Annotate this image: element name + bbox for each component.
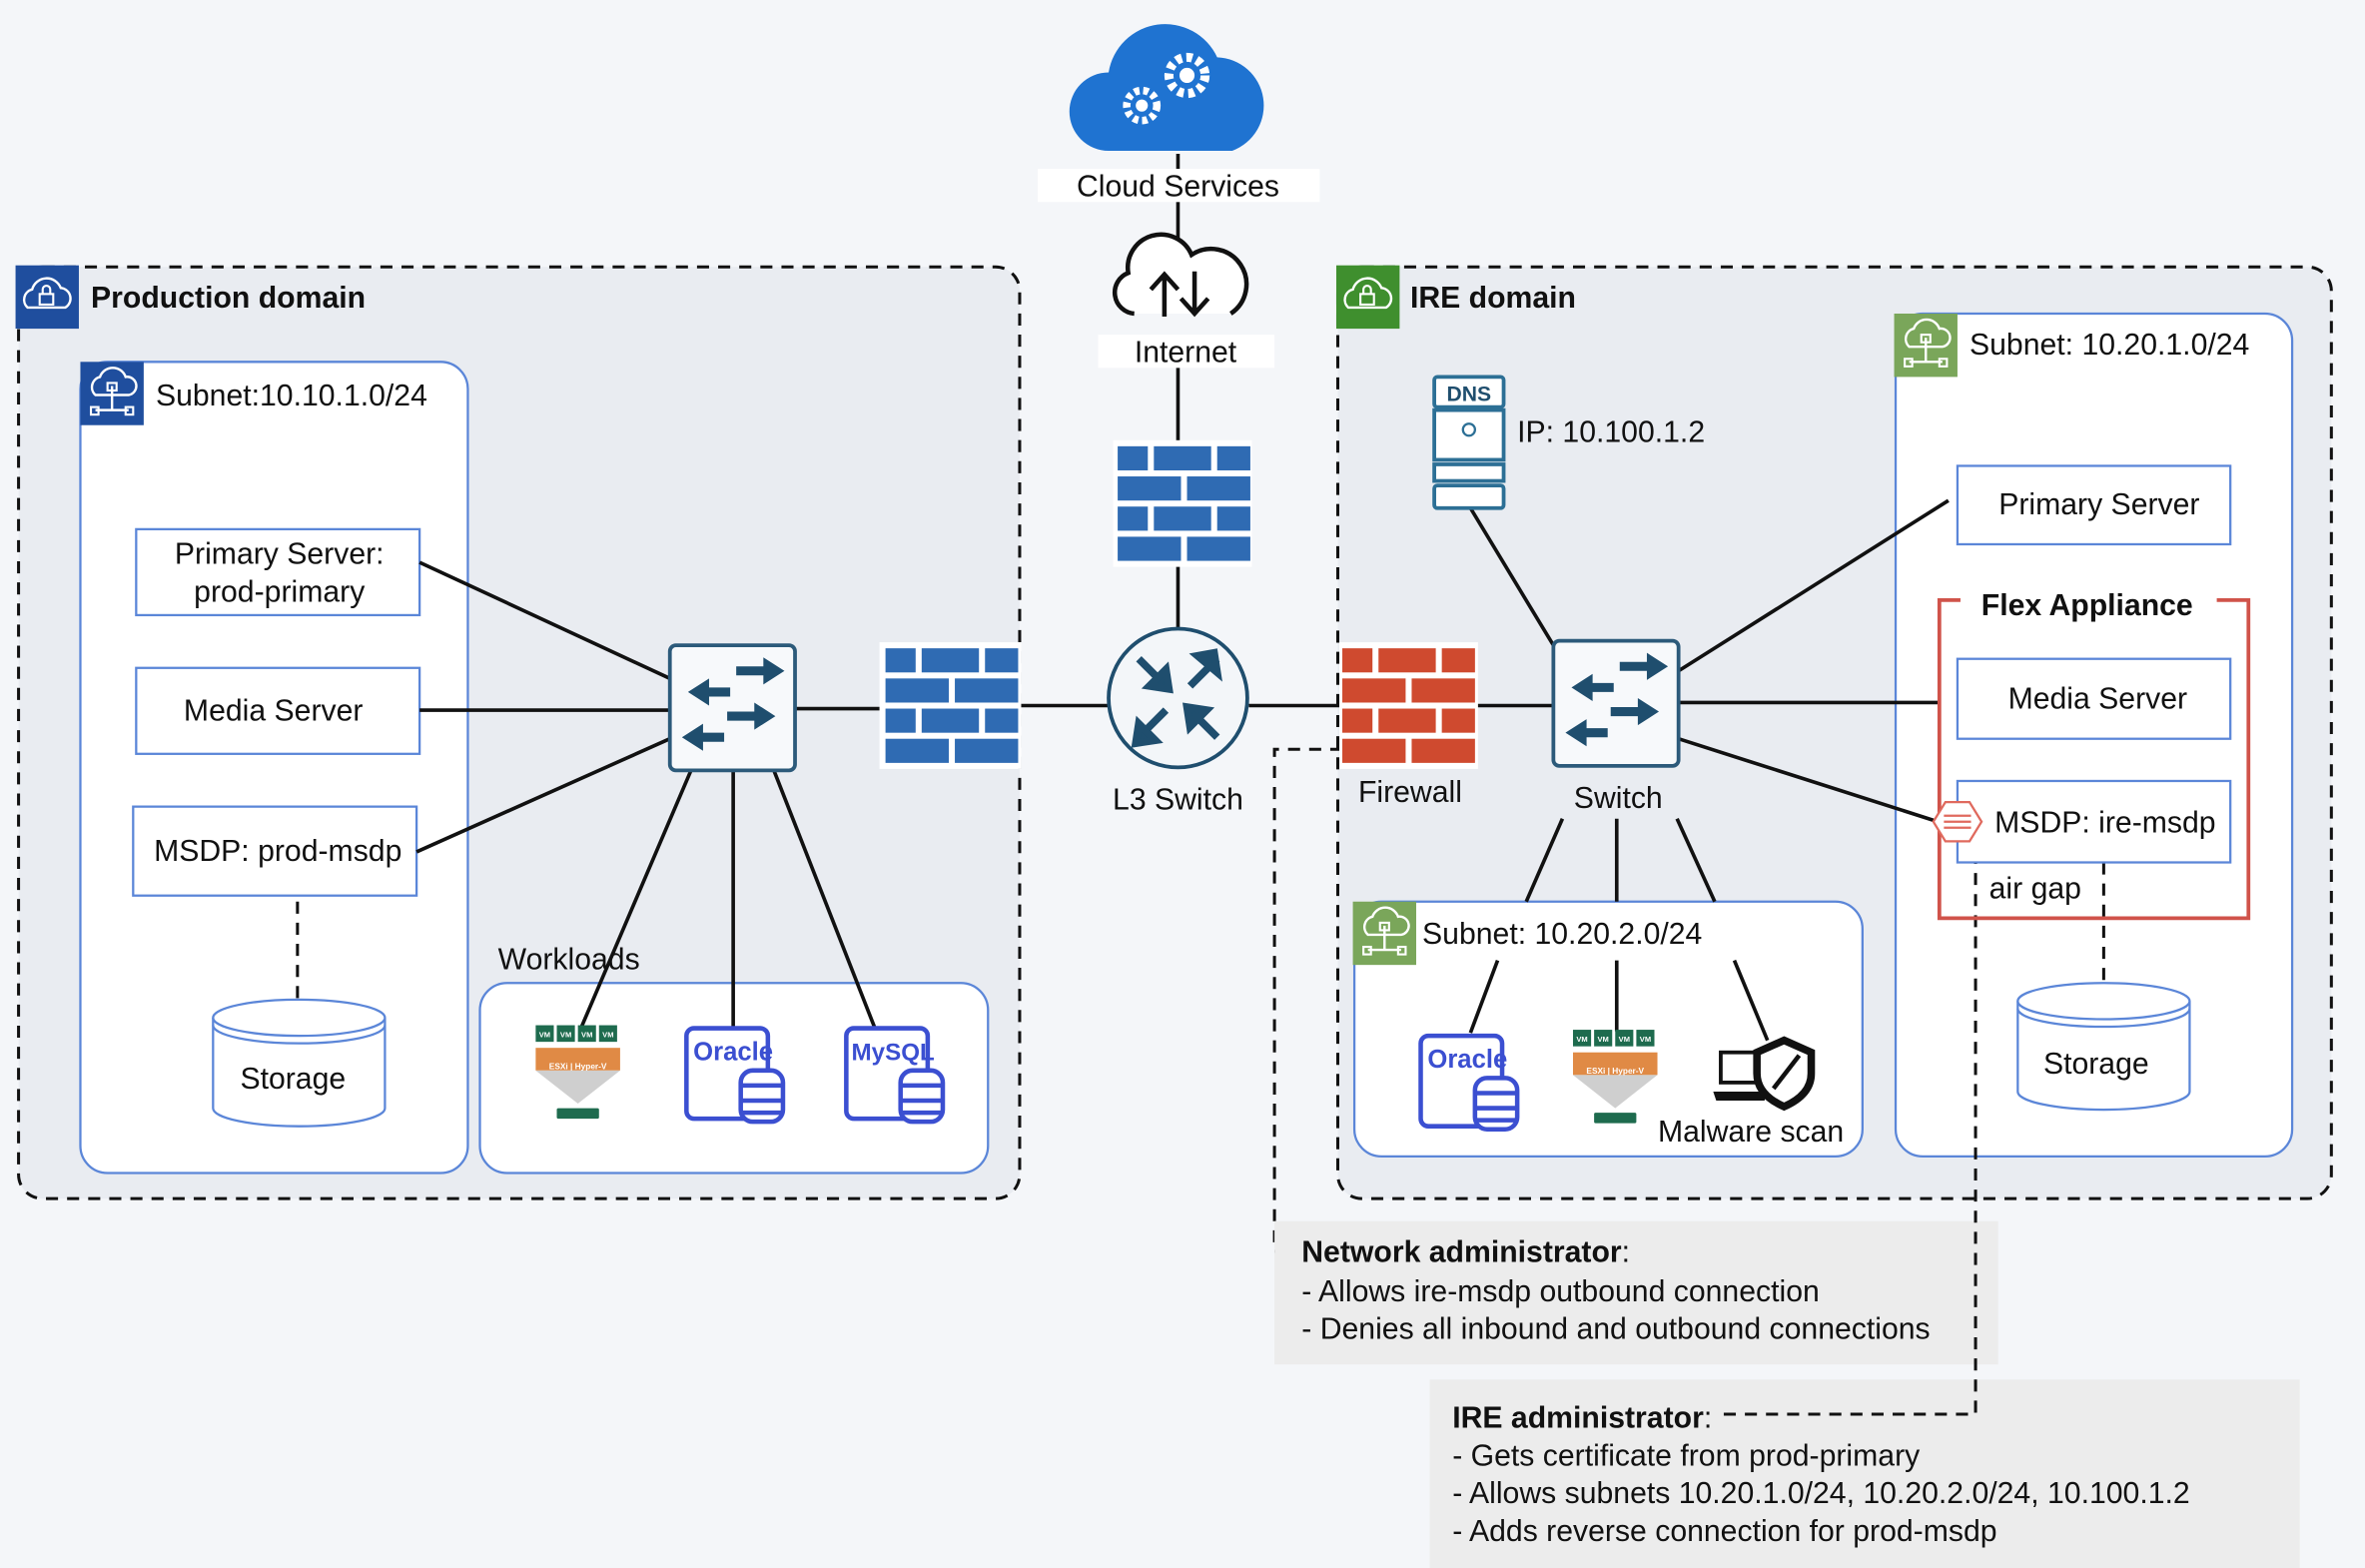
prod-media-label: Media Server [184,695,364,728]
production-subnet-label: Subnet:10.10.1.0/24 [156,380,427,412]
flex-appliance-title: Flex Appliance [1981,589,2193,622]
production-switch[interactable] [667,643,797,773]
vm-label: VM [1598,1035,1609,1044]
ire-esxi-icon: VM VM VM VM ESXi | Hyper-V [1572,1030,1658,1124]
dns-server[interactable]: DNS IP: 10.100.1.2 [1432,375,1705,510]
oracle-db-icon: Oracle [686,1029,783,1123]
oracle-label: Oracle [693,1038,773,1066]
cloud-upload-download-icon [1112,232,1249,317]
ire-admin-title: IRE administrator [1452,1402,1704,1435]
network-admin-line: - Allows ire-msdp outbound connection [1301,1275,1820,1308]
cloud-services-label: Cloud Services [1077,170,1279,203]
prod-media-server[interactable]: Media Server [135,666,421,755]
mysql-db-icon: MySQL [846,1029,943,1123]
ire-admin-line: - Gets certificate from prod-primary [1452,1439,1921,1472]
ire-primary-label: Primary Server [1998,488,2199,521]
network-admin-note: Network administrator: - Allows ire-msdp… [1274,1220,1998,1365]
oracle-label: Oracle [1427,1046,1507,1074]
ire-media-server[interactable]: Media Server [1956,657,2232,740]
prod-msdp[interactable]: MSDP: prod-msdp [132,805,418,897]
dns-ip-label: IP: 10.100.1.2 [1517,415,1705,448]
prod-primary-label-2: prod-primary [194,575,366,608]
firewall-label: Firewall [1358,776,1462,809]
prod-primary-server[interactable]: Primary Server: prod-primary [135,527,421,617]
cloud-services[interactable]: Cloud Services [1038,24,1320,203]
production-links [415,153,1343,1030]
ire-subnet-1-label: Subnet: 10.20.1.0/24 [1970,329,2249,362]
vm-label: VM [560,1031,571,1040]
production-firewall[interactable] [879,642,1022,769]
switch-icon [1551,638,1681,768]
ire-admin-note: IRE administrator: - Gets certificate fr… [1429,1379,2300,1568]
cloud-gears-icon [1069,24,1264,151]
vm-label: VM [1619,1035,1630,1044]
ire-storage-label: Storage [2043,1048,2149,1081]
ire-admin-title-line: IRE administrator: [1452,1402,1712,1435]
ire-admin-line: - Adds reverse connection for prod-msdp [1452,1515,1996,1548]
esxi-icon: VM VM VM VM ESXi | Hyper-V [535,1025,620,1120]
network-admin-title: Network administrator [1301,1236,1622,1269]
vm-label: VM [1576,1035,1587,1044]
network-admin-title-line: Network administrator: [1301,1236,1630,1269]
air-gap-label: air gap [1989,873,2081,906]
prod-primary-label-1: Primary Server: [175,538,385,571]
malware-scan-label: Malware scan [1658,1116,1844,1149]
ire-oracle-db-icon: Oracle [1421,1036,1518,1130]
internet-label: Internet [1135,336,1237,369]
dns-badge: DNS [1447,384,1492,406]
prod-msdp-label: MSDP: prod-msdp [154,835,401,868]
dns-server-icon [1432,375,1506,510]
vm-label: VM [602,1031,613,1040]
ire-links [1468,498,1950,1042]
vm-label: VM [581,1031,592,1040]
flex-appliance: Flex Appliance [1937,589,2251,921]
internet[interactable]: Internet [1098,232,1275,369]
ire-storage[interactable]: Storage [2016,982,2191,1112]
vm-label: VM [539,1031,550,1040]
production-domain-title: Production domain [91,282,366,315]
switch-icon [667,643,797,773]
mysql-label: MySQL [852,1039,935,1066]
laptop-shield-icon [1713,1036,1816,1112]
ire-primary-server[interactable]: Primary Server [1956,464,2232,546]
vm-label: VM [1640,1035,1651,1044]
ire-subnet-2-label: Subnet: 10.20.2.0/24 [1422,918,1702,951]
esxi-label: ESXi | Hyper-V [1586,1066,1644,1076]
ire-switch[interactable]: Switch [1551,638,1681,816]
prod-storage[interactable]: Storage [212,998,387,1128]
internet-firewall[interactable] [1113,439,1252,567]
esxi-label: ESXi | Hyper-V [549,1061,607,1071]
ire-msdp-label: MSDP: ire-msdp [1994,806,2215,839]
ire-domain-icon [1335,265,1400,330]
workloads-label: Workloads [498,944,640,977]
l3-switch[interactable]: L3 Switch [1107,626,1249,817]
ire-admin-line: - Allows subnets 10.20.1.0/24, 10.20.2.0… [1452,1477,2189,1510]
router-icon [1107,626,1249,770]
ire-firewall[interactable]: Firewall [1339,642,1478,809]
ire-msdp[interactable]: MSDP: ire-msdp [1932,779,2232,864]
prod-storage-label: Storage [240,1063,346,1096]
malware-scan[interactable]: Malware scan [1658,1036,1844,1149]
l3-switch-label: L3 Switch [1113,784,1243,817]
switch-label: Switch [1574,782,1663,815]
ire-media-label: Media Server [2008,683,2188,716]
production-domain-icon [15,265,79,330]
network-admin-line: - Denies all inbound and outbound connec… [1301,1313,1930,1346]
ire-domain-title: IRE domain [1410,282,1576,315]
